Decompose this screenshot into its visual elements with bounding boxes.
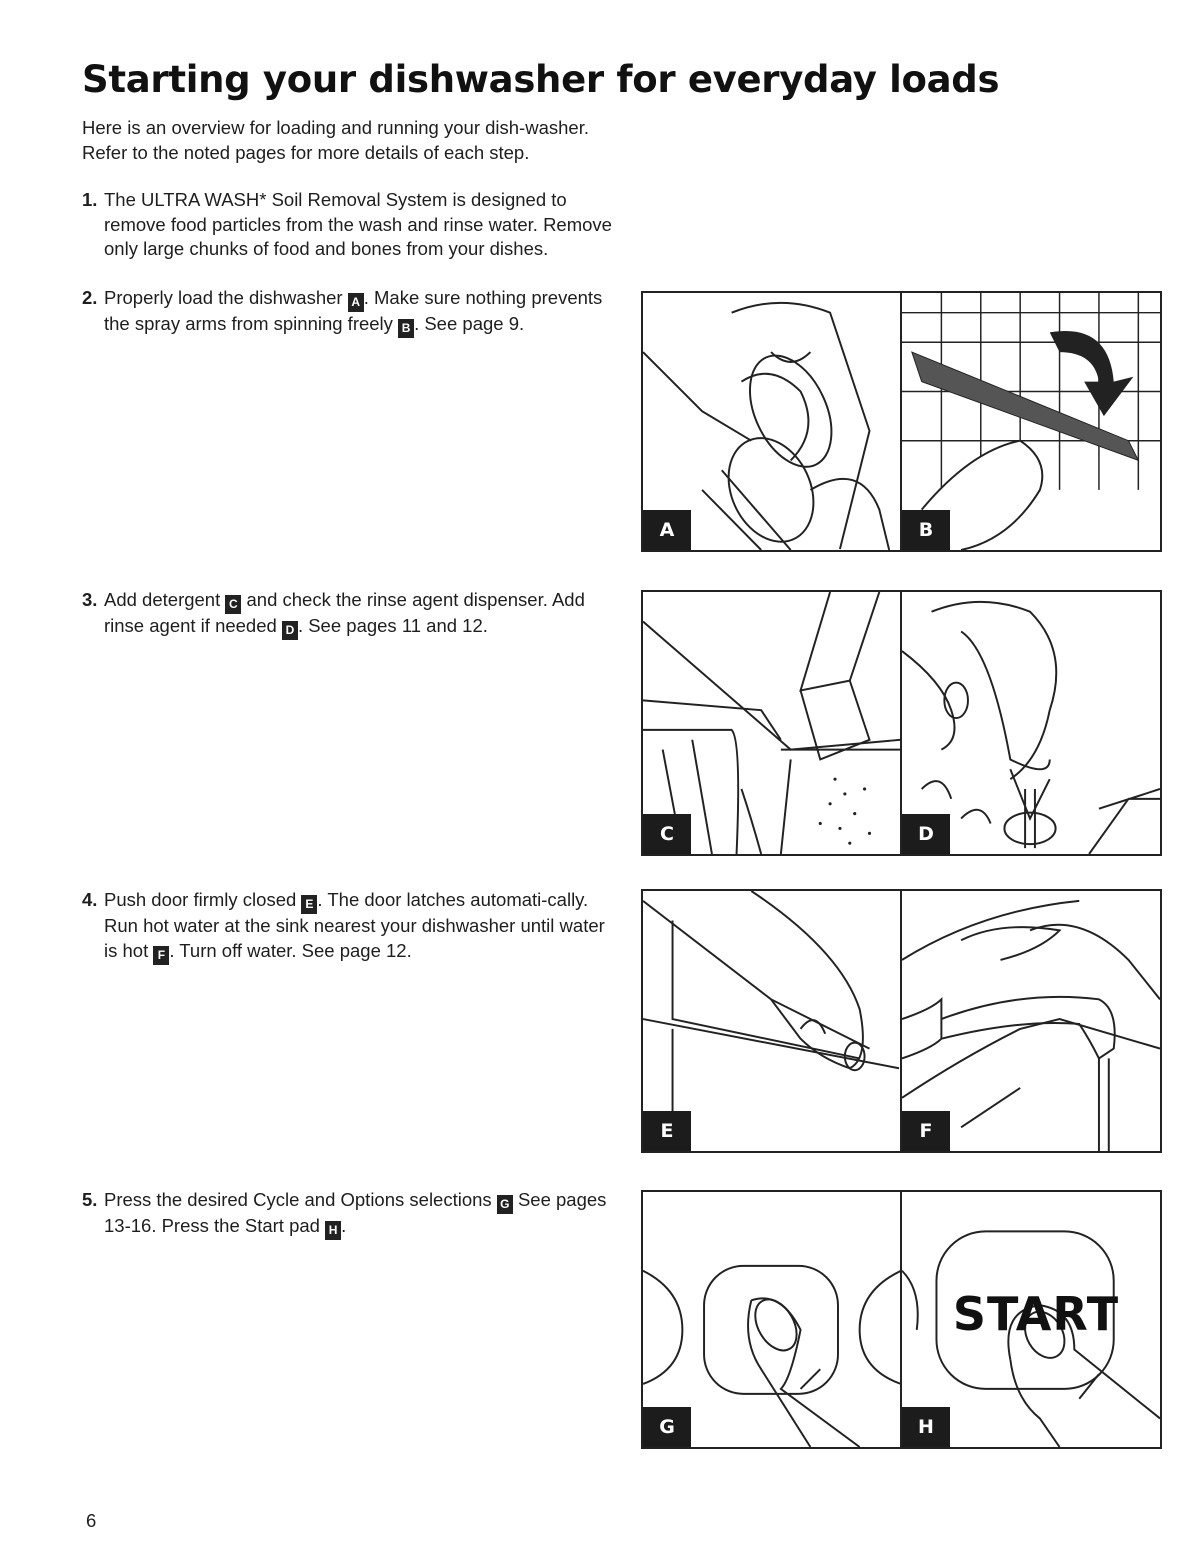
figure-controls: G START H [641, 1190, 1162, 1449]
panel-label: H [902, 1407, 950, 1447]
panel-label: E [643, 1111, 691, 1151]
step-3: 3. Add detergent C and check the rinse a… [82, 588, 614, 640]
step-5: 5. Press the desired Cycle and Options s… [82, 1188, 614, 1240]
step-text-part: . See page 9. [414, 313, 525, 334]
panel-label: C [643, 814, 691, 854]
panel-e: E [641, 889, 903, 1153]
start-pad-text: START [952, 1287, 1120, 1341]
step-text: Press the desired Cycle and Options sele… [82, 1188, 614, 1240]
step-text-part: Add detergent [104, 589, 226, 610]
step-number: 2. [82, 287, 98, 308]
step-text: Push door firmly closed E. The door latc… [82, 888, 614, 965]
figure-ref-badge: H [325, 1221, 342, 1240]
hot-water-faucet-illustration [902, 899, 1160, 1151]
figure-detergent: C D [641, 590, 1162, 856]
hand-loading-glass-illustration [643, 301, 891, 550]
step-text-part: Press the desired Cycle and Options sele… [104, 1189, 497, 1210]
panel-h: START H [900, 1190, 1162, 1449]
step-text-part: . The door latches automati-cally. Run h… [104, 889, 605, 961]
step-text-part: . See pages 11 and 12. [297, 615, 488, 636]
step-text-part: . Make sure nothing prevents the spray a… [104, 287, 603, 334]
step-number: 4. [82, 889, 98, 910]
page-title: Starting your dishwasher for everyday lo… [82, 58, 1000, 101]
figure-ref-badge: A [347, 293, 364, 312]
step-text: Properly load the dishwasher A. Make sur… [82, 286, 614, 338]
intro-paragraph: Here is an overview for loading and runn… [82, 117, 589, 163]
panel-g: G [641, 1190, 903, 1449]
step-1: 1. The ULTRA WASH* Soil Removal System i… [82, 188, 614, 262]
panel-label: D [902, 814, 950, 854]
pressing-start-pad-illustration [902, 1230, 1160, 1447]
panel-d: D [900, 590, 1162, 856]
panel-b: B [900, 291, 1162, 552]
step-2: 2. Properly load the dishwasher A. Make … [82, 286, 614, 338]
panel-c: C [641, 590, 903, 856]
step-text-part: and check the rinse agent dispenser. Add… [104, 589, 585, 636]
figure-ref-badge: B [398, 319, 415, 338]
step-text-part: . Turn off water. See page 12. [169, 939, 412, 961]
figure-ref-badge: D [281, 621, 298, 640]
panel-label: G [643, 1407, 691, 1447]
panel-a: A [641, 291, 903, 552]
step-text: Add detergent C and check the rinse agen… [82, 588, 614, 640]
step-text-part: See pages 13-16. Press the Start pad [104, 1189, 607, 1236]
rinse-agent-bottle-illustration [902, 600, 1160, 854]
step-text-part: Push door firmly closed [104, 889, 302, 910]
step-4: 4. Push door firmly closed E. The door l… [82, 888, 614, 965]
figure-ref-badge: F [153, 945, 170, 965]
figure-ref-badge: G [496, 1195, 513, 1214]
figure-ref-badge: E [301, 895, 318, 914]
pressing-option-pad-illustration [643, 1264, 901, 1447]
step-number: 5. [82, 1189, 98, 1210]
panel-f: F [900, 889, 1162, 1153]
step-number: 3. [82, 589, 98, 610]
step-text-part: The ULTRA WASH* Soil Removal System is d… [104, 189, 612, 259]
figure-ref-badge: C [225, 595, 242, 614]
step-text-part: Properly load the dishwasher [104, 287, 348, 308]
spray-arm-rotation-illustration [902, 293, 1160, 550]
figure-door-water: E F [641, 889, 1162, 1153]
panel-label: A [643, 510, 691, 550]
panel-label: B [902, 510, 950, 550]
panel-label: F [902, 1111, 950, 1151]
page-number: 6 [86, 1510, 97, 1531]
step-number: 1. [82, 189, 98, 210]
figure-load-dishwasher: A B [641, 291, 1162, 552]
step-text: The ULTRA WASH* Soil Removal System is d… [82, 188, 614, 262]
step-text-part: . [341, 1215, 347, 1236]
